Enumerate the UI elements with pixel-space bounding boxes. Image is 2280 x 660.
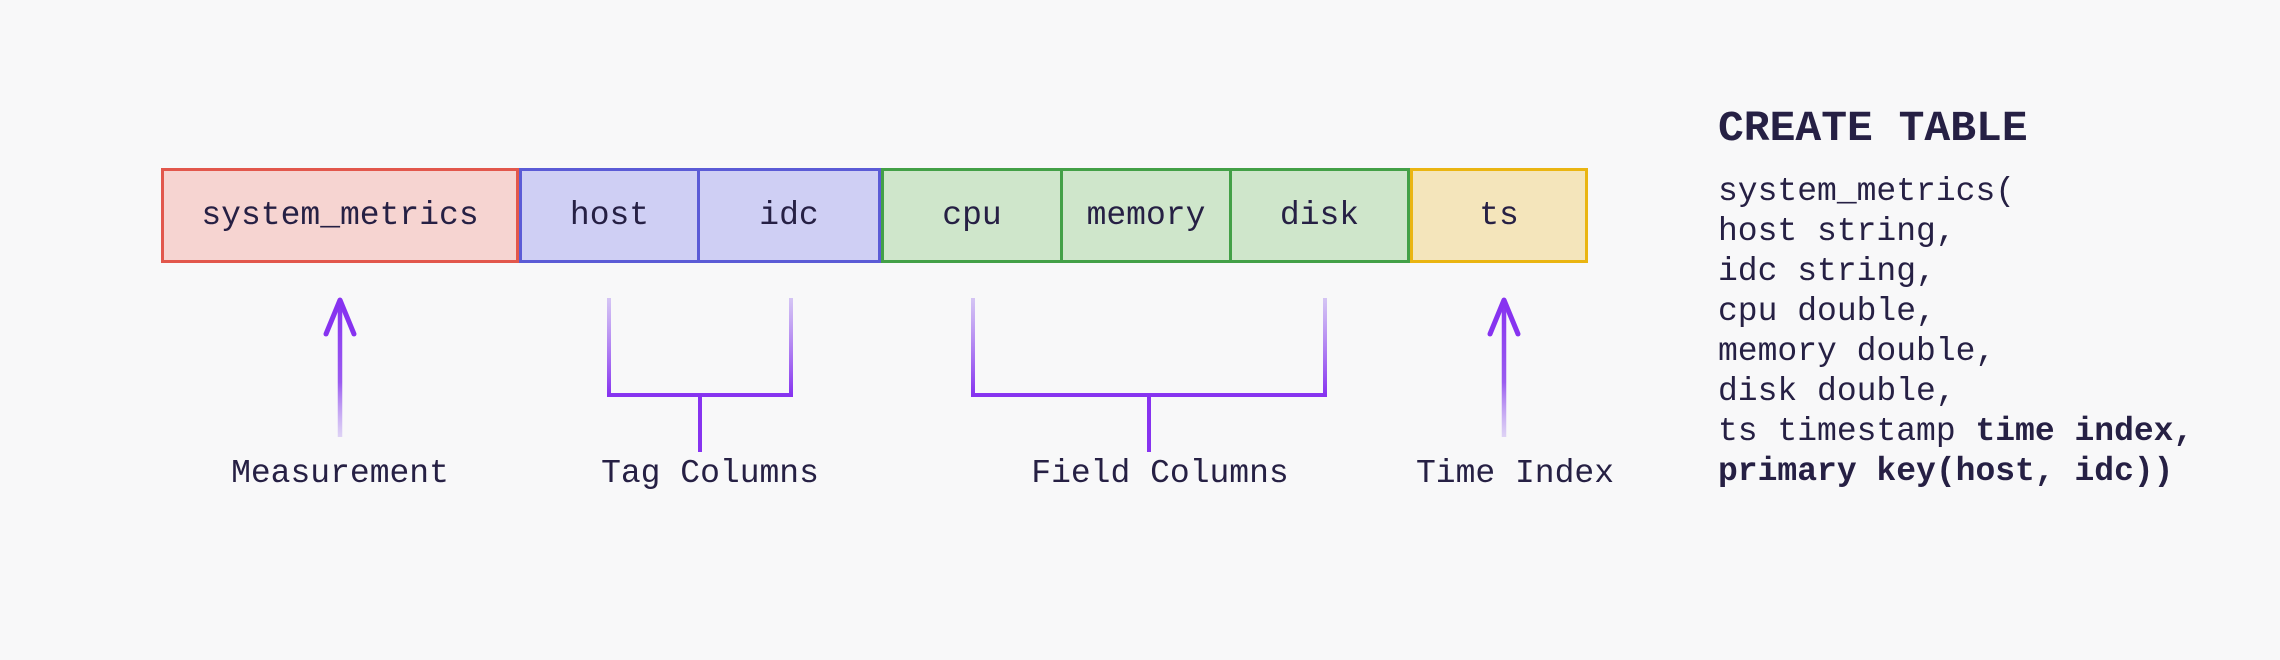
sql-line-text: system_metrics( — [1718, 173, 2016, 210]
label-measurement: Measurement — [231, 455, 449, 492]
sql-line: memory double, — [1718, 332, 2193, 372]
box-system-metrics: system_metrics — [161, 168, 519, 263]
box-idc: idc — [697, 168, 881, 263]
sql-line: primary key(host, idc)) — [1718, 452, 2193, 492]
box-host: host — [519, 168, 700, 263]
sql-title: CREATE TABLE — [1718, 104, 2028, 153]
sql-line-text: disk double, — [1718, 373, 1956, 410]
sql-line-text: idc string, — [1718, 253, 1936, 290]
box-cpu: cpu — [881, 168, 1063, 263]
label-field-columns: Field Columns — [1031, 455, 1289, 492]
sql-line-text: ts timestamp — [1718, 413, 1976, 450]
label-time-index: Time Index — [1415, 455, 1615, 492]
sql-line: ts timestamp time index, — [1718, 412, 2193, 452]
sql-line: host string, — [1718, 212, 2193, 252]
sql-line-text: host string, — [1718, 213, 1956, 250]
sql-code-block: system_metrics( host string, idc string,… — [1718, 172, 2193, 492]
sql-line: disk double, — [1718, 372, 2193, 412]
box-memory: memory — [1060, 168, 1232, 263]
tag-columns-bracket-icon — [607, 298, 793, 452]
sql-line-text: memory double, — [1718, 333, 1996, 370]
time-index-arrow-icon — [1487, 297, 1521, 437]
sql-line-bold: time index, — [1975, 413, 2194, 450]
field-columns-bracket-icon — [971, 298, 1327, 452]
box-ts: ts — [1410, 168, 1588, 263]
sql-line: system_metrics( — [1718, 172, 2193, 212]
table-box-row: system_metrics host idc cpu memory disk … — [161, 168, 1588, 263]
box-disk: disk — [1229, 168, 1410, 263]
sql-line-text: cpu double, — [1718, 293, 1936, 330]
sql-line: cpu double, — [1718, 292, 2193, 332]
label-tag-columns: Tag Columns — [601, 455, 819, 492]
sql-line: idc string, — [1718, 252, 2193, 292]
measurement-arrow-icon — [323, 297, 357, 437]
sql-line-bold: primary key(host, idc)) — [1718, 453, 2174, 490]
